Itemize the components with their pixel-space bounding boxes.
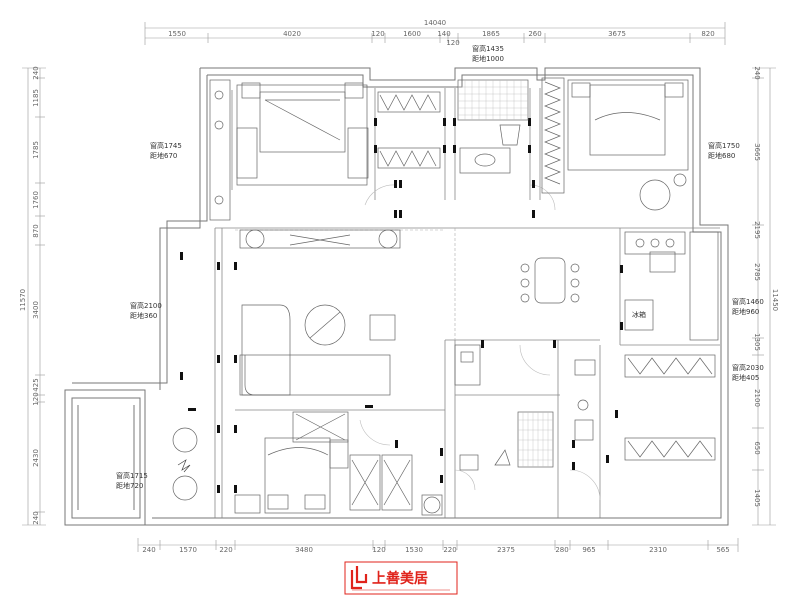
right-dim-8: 1405 xyxy=(753,489,761,507)
top-dim-2: 4020 xyxy=(283,30,301,38)
right-dim-4: 2195 xyxy=(753,221,761,239)
bottom-dim-11: 2310 xyxy=(649,546,667,554)
window-note-7-sill: 距地720 xyxy=(116,481,143,490)
living-room xyxy=(239,229,401,396)
top-dim-9: 3675 xyxy=(608,30,626,38)
walk-in-closet xyxy=(377,91,441,169)
storage-block xyxy=(454,344,481,386)
window-note-3-sill: 距地680 xyxy=(708,151,735,160)
exterior-walls xyxy=(64,67,729,526)
right-dimension-chain xyxy=(752,67,776,526)
bottom-dim-2: 1570 xyxy=(179,546,197,554)
brand-logo: 上善美居 xyxy=(344,561,458,595)
left-dim-6: 3400 xyxy=(32,301,40,319)
top-dim-1: 1550 xyxy=(168,30,186,38)
left-dim-1: 240 xyxy=(32,66,40,79)
window-note-5-sill: 距地960 xyxy=(732,307,759,316)
left-overall-dimension: 11570 xyxy=(19,289,27,311)
window-note-3-height: 窗高1750 xyxy=(708,141,740,150)
window-note-2-sill: 距地670 xyxy=(150,151,177,160)
bottom-dim-5: 120 xyxy=(372,546,385,554)
kitchen xyxy=(624,231,719,341)
left-dim-10: 240 xyxy=(32,511,40,524)
window-note-4-sill: 距地360 xyxy=(130,311,157,320)
study-room xyxy=(574,354,716,461)
bottom-dim-8: 2375 xyxy=(497,546,515,554)
window-note-7-height: 窗高1715 xyxy=(116,471,148,480)
right-overall-dimension: 11450 xyxy=(771,289,779,311)
top-dim-10: 820 xyxy=(701,30,714,38)
bottom-dimension-chain xyxy=(137,538,739,552)
window-note-5-height: 窗高1460 xyxy=(732,297,764,306)
wardrobe-column xyxy=(541,77,565,194)
bottom-dim-6: 1530 xyxy=(405,546,423,554)
right-dim-5: 1305 xyxy=(753,333,761,351)
left-dim-2: 1185 xyxy=(32,89,40,107)
wall-markers xyxy=(180,118,623,493)
top-dim-3: 120 xyxy=(371,30,384,38)
top-bathroom xyxy=(457,79,529,174)
fridge-label: 冰箱 xyxy=(632,310,646,319)
left-dimension-chain xyxy=(22,67,46,526)
right-dim-7: 2100 xyxy=(753,389,761,407)
bottom-dim-1: 240 xyxy=(142,546,155,554)
door-swings xyxy=(359,184,601,501)
right-dim-3: 2785 xyxy=(753,263,761,281)
top-dim-6: 120 xyxy=(446,39,459,47)
left-dim-7: 425 xyxy=(32,378,40,391)
bottom-dim-7: 220 xyxy=(443,546,456,554)
right-dim-2: 3665 xyxy=(753,143,761,161)
brand-logo-text: 上善美居 xyxy=(372,570,428,587)
right-dim-1: 240 xyxy=(753,66,761,79)
left-dim-3: 1785 xyxy=(32,141,40,159)
bedroom-top-right xyxy=(567,79,689,211)
top-dim-8: 260 xyxy=(528,30,541,38)
balcony xyxy=(172,427,198,501)
bedroom-bottom-left xyxy=(234,411,413,514)
bottom-dim-9: 280 xyxy=(555,546,568,554)
top-dimension-chain xyxy=(144,22,726,45)
window-note-6-sill: 距地405 xyxy=(732,373,759,382)
bottom-dim-12: 565 xyxy=(716,546,729,554)
bottom-dim-3: 220 xyxy=(219,546,232,554)
bottom-dim-4: 3480 xyxy=(295,546,313,554)
bottom-dim-10: 965 xyxy=(582,546,595,554)
top-dim-7: 1865 xyxy=(482,30,500,38)
interior-walls xyxy=(214,88,720,518)
window-note-6-height: 窗高2030 xyxy=(732,363,764,372)
window-note-4-height: 窗高2100 xyxy=(130,301,162,310)
window-note-1-sill: 距地1000 xyxy=(472,54,504,63)
bottom-bathroom xyxy=(421,411,554,516)
window-note-2-height: 窗高1745 xyxy=(150,141,182,150)
left-dim-8: 120 xyxy=(32,392,40,405)
left-dim-5: 870 xyxy=(32,224,40,237)
right-dim-6: 650 xyxy=(753,441,761,454)
window-notes: 窗高1435 距地1000 窗高1745 距地670 窗高1750 距地680 … xyxy=(116,44,764,490)
left-dim-9: 2430 xyxy=(32,449,40,467)
top-dim-4: 1600 xyxy=(403,30,421,38)
window-note-1-height: 窗高1435 xyxy=(472,44,504,53)
master-bedroom xyxy=(209,79,369,221)
left-dim-4: 1760 xyxy=(32,191,40,209)
dining-area xyxy=(520,257,580,304)
top-overall-dimension: 14040 xyxy=(424,19,446,27)
top-dim-5: 140 xyxy=(437,30,450,38)
